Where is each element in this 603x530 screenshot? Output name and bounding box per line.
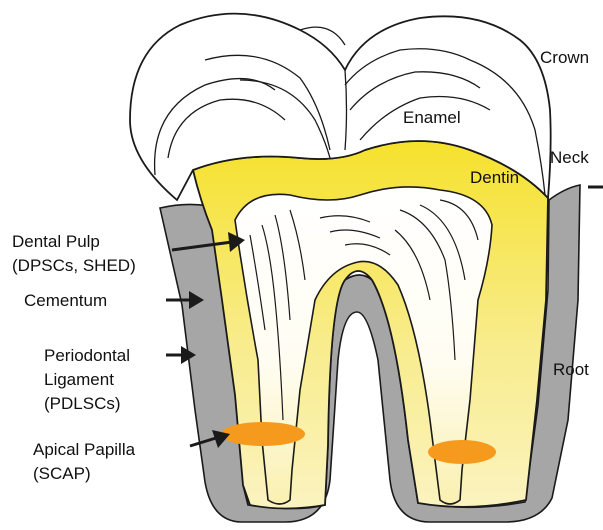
- label-periodontal-line1: Periodontal: [44, 346, 130, 366]
- label-cementum: Cementum: [24, 291, 107, 311]
- label-crown: Crown: [540, 48, 589, 68]
- label-apical-line1: Apical Papilla: [33, 440, 135, 460]
- label-neck: Neck: [550, 148, 589, 168]
- label-dentin: Dentin: [470, 168, 519, 188]
- label-dental-pulp: Dental Pulp (DPSCs, SHED): [12, 232, 136, 276]
- label-periodontal-line3: (PDLSCs): [44, 394, 130, 414]
- label-enamel: Enamel: [403, 108, 461, 128]
- label-apical-line2: (SCAP): [33, 464, 135, 484]
- label-dental-pulp-line2: (DPSCs, SHED): [12, 256, 136, 276]
- label-dental-pulp-line1: Dental Pulp: [12, 232, 136, 252]
- apical-papilla-right: [428, 440, 496, 464]
- label-apical-papilla: Apical Papilla (SCAP): [33, 440, 135, 484]
- label-periodontal-line2: Ligament: [44, 370, 130, 390]
- label-root: Root: [553, 360, 589, 380]
- apical-papilla-left: [221, 422, 305, 446]
- label-periodontal-ligament: Periodontal Ligament (PDLSCs): [44, 346, 130, 414]
